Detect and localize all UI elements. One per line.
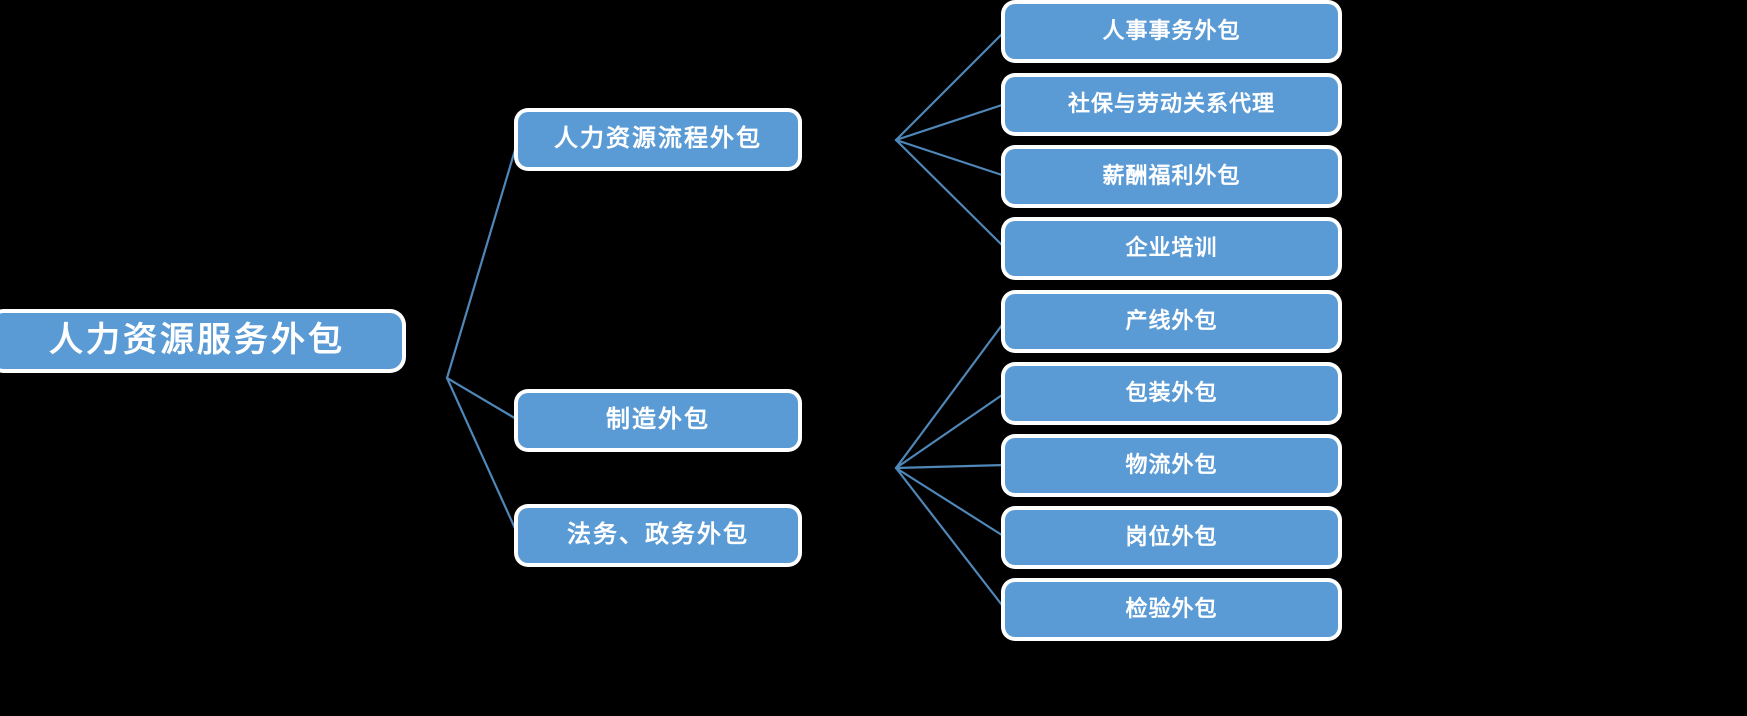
connector-hr-process-to-social-security <box>894 102 1007 142</box>
connector-hr-process-to-hr-affairs <box>894 29 1007 142</box>
node-legal-government[interactable]: 法务、政务外包 <box>518 508 798 563</box>
node-social-security[interactable]: 社保与劳动关系代理 <box>1005 77 1338 132</box>
connector-root-to-legal-government <box>445 376 520 537</box>
connector-manufacturing-to-inspection <box>894 466 1007 611</box>
node-root[interactable]: 人力资源服务外包 <box>0 313 402 369</box>
node-manufacturing[interactable]: 制造外包 <box>518 393 798 448</box>
node-training[interactable]: 企业培训 <box>1005 221 1338 276</box>
node-production-line[interactable]: 产线外包 <box>1005 294 1338 349</box>
node-hr-process[interactable]: 人力资源流程外包 <box>518 112 798 167</box>
node-hr-affairs[interactable]: 人事事务外包 <box>1005 4 1338 59</box>
node-logistics[interactable]: 物流外包 <box>1005 438 1338 493</box>
node-comp-benefits[interactable]: 薪酬福利外包 <box>1005 149 1338 204</box>
node-packaging[interactable]: 包装外包 <box>1005 366 1338 421</box>
connector-manufacturing-to-packaging <box>894 391 1007 470</box>
connector-root-to-hr-process <box>445 138 520 380</box>
connector-manufacturing-to-position <box>894 466 1007 539</box>
connector-manufacturing-to-logistics <box>894 463 1007 470</box>
connector-hr-process-to-comp-benefits <box>894 138 1007 178</box>
node-inspection[interactable]: 检验外包 <box>1005 582 1338 637</box>
connector-root-to-manufacturing <box>445 376 520 422</box>
connector-manufacturing-to-production-line <box>894 319 1007 470</box>
connector-hr-process-to-training <box>894 138 1007 250</box>
node-position[interactable]: 岗位外包 <box>1005 510 1338 565</box>
